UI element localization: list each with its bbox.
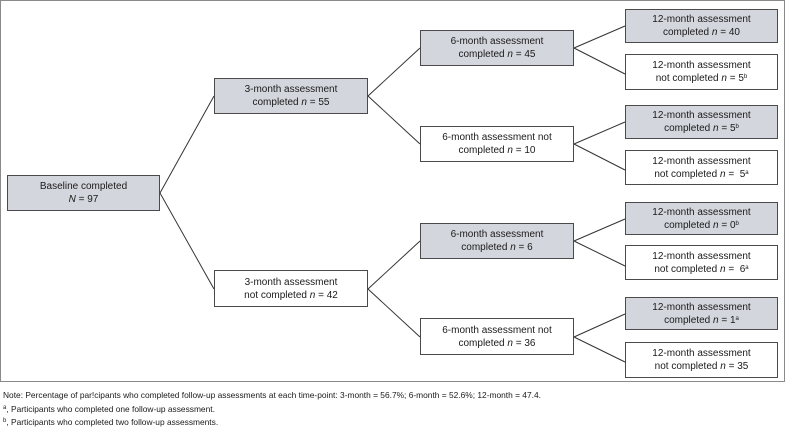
node-6month-completed-b: 6-month assessment completed n = 6 bbox=[420, 223, 574, 259]
node-3month-completed: 3-month assessment completed n = 55 bbox=[214, 78, 368, 114]
node-12month-8: 12-month assessment not completed n = 35 bbox=[625, 342, 778, 378]
figure-note: Note: Percentage of par!cipants who comp… bbox=[3, 390, 541, 400]
node-12month-2: 12-month assessment not completed n = 5b bbox=[625, 54, 778, 90]
node-line1: 3-month assessment bbox=[244, 84, 338, 95]
node-line1: Baseline completed bbox=[39, 181, 128, 192]
node-12month-1: 12-month assessment completed n = 40 bbox=[625, 9, 778, 43]
footnote-a: a, Participants who completed one follow… bbox=[3, 404, 215, 414]
node-3month-not-completed: 3-month assessment not completed n = 42 bbox=[214, 270, 368, 307]
node-12month-6: 12-month assessment not completed n = 6a bbox=[625, 245, 778, 280]
node-baseline-completed: Baseline completed N = 97 bbox=[7, 175, 160, 211]
footnote-b: b, Participants who completed two follow… bbox=[3, 417, 219, 427]
node-6month-not-completed-a: 6-month assessment not completed n = 10 bbox=[420, 126, 574, 162]
node-line1: 3-month assessment bbox=[244, 276, 338, 288]
node-12month-4: 12-month assessment not completed n = 5a bbox=[625, 150, 778, 185]
n-value: = 97 bbox=[78, 194, 99, 205]
node-12month-3: 12-month assessment completed n = 5b bbox=[625, 105, 778, 139]
diagram-frame bbox=[0, 0, 785, 382]
node-6month-completed-a: 6-month assessment completed n = 45 bbox=[420, 30, 574, 66]
node-12month-5: 12-month assessment completed n = 0b bbox=[625, 202, 778, 235]
node-12month-7: 12-month assessment completed n = 1a bbox=[625, 297, 778, 330]
node-6month-not-completed-b: 6-month assessment not completed n = 36 bbox=[420, 318, 574, 355]
n-label: N bbox=[68, 194, 76, 205]
